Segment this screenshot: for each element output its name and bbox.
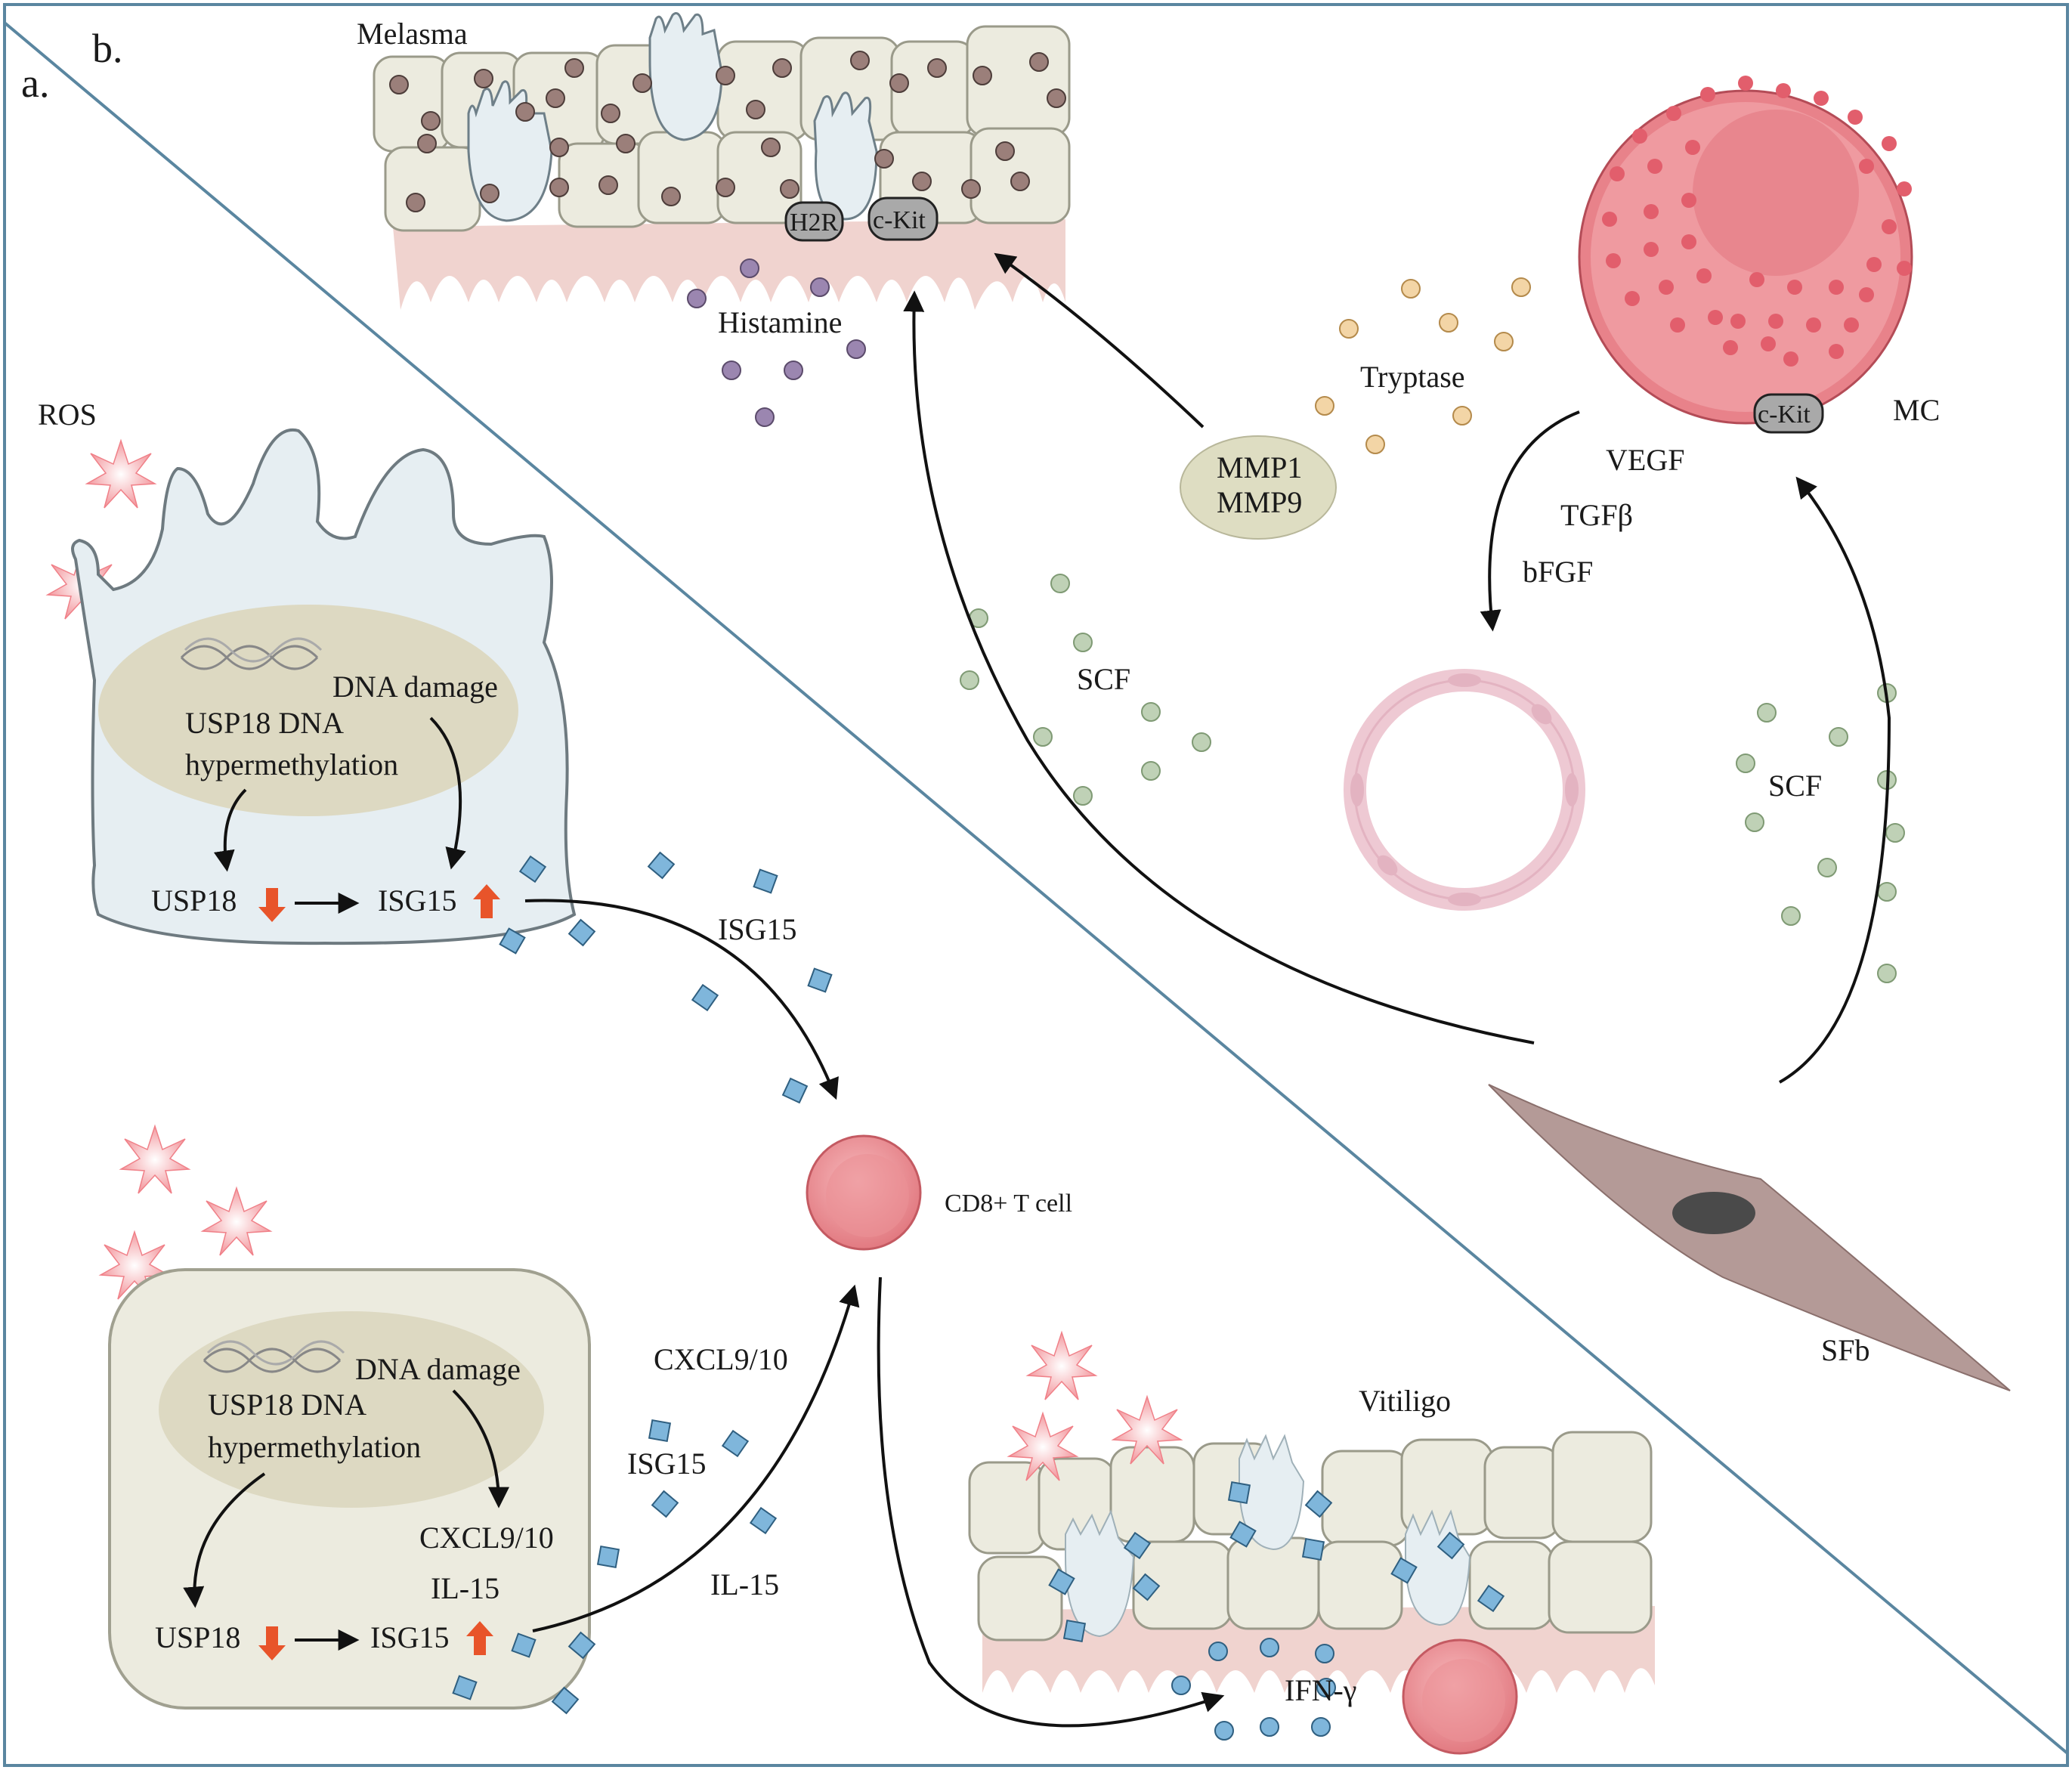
keratinocyte-usp18-line2: hypermethylation bbox=[208, 1430, 421, 1464]
mc-to-vessel-arrow bbox=[1480, 410, 1580, 632]
isg15-square-icons-vitiligo bbox=[1048, 1481, 1505, 1643]
il15-low-label: IL-15 bbox=[710, 1567, 779, 1601]
cd8-to-vitiligo-arrow bbox=[877, 1276, 1225, 1728]
ifn-gamma-dots bbox=[1171, 1638, 1336, 1741]
up-arrow-icon bbox=[473, 884, 500, 918]
mc-label: MC bbox=[1893, 393, 1940, 427]
ros-burst-icon bbox=[119, 1124, 191, 1194]
panel-border bbox=[3, 3, 2069, 1767]
ckit-receptor-mc bbox=[1753, 393, 1824, 434]
melasma-skin: H2R c-Kit Melasma bbox=[357, 12, 1071, 310]
melanin-granules bbox=[389, 51, 1066, 212]
sfb-label: SFb bbox=[1821, 1333, 1870, 1367]
up-arrow-icon bbox=[466, 1621, 493, 1655]
svg-text:MMP9: MMP9 bbox=[1217, 485, 1302, 519]
dna-helix-icon bbox=[180, 637, 323, 670]
keratinocyte-dna-damage: DNA damage bbox=[355, 1352, 521, 1386]
panel-label-b: b. bbox=[92, 26, 123, 71]
melanocyte-dna-damage: DNA damage bbox=[332, 670, 498, 704]
sfb-to-mc-arrow bbox=[1779, 476, 1891, 1084]
melasma-dermis bbox=[393, 219, 1065, 310]
vegf-label: VEGF bbox=[1606, 443, 1684, 477]
isg15-to-cd8-arrow bbox=[524, 899, 839, 1100]
keratinocyte-cell bbox=[108, 1268, 591, 1710]
panel-divider bbox=[3, 21, 2069, 1755]
histamine-particles bbox=[687, 258, 866, 427]
cxcl-mid-label: CXCL9/10 bbox=[654, 1342, 788, 1376]
ros-burst-icon bbox=[1111, 1394, 1183, 1465]
ckit-receptor-melasma: c-Kit bbox=[867, 196, 939, 241]
cd8-t-cell bbox=[806, 1134, 922, 1251]
mast-cell: c-Kit bbox=[1578, 76, 1913, 434]
svg-text:c-Kit: c-Kit bbox=[1758, 401, 1811, 429]
cd8-label: CD8+ T cell bbox=[945, 1190, 1072, 1218]
keratinocyte-il15: IL-15 bbox=[431, 1571, 499, 1605]
svg-text:c-Kit: c-Kit bbox=[873, 206, 926, 234]
mmp-oval: MMP1 MMP9 bbox=[1180, 435, 1337, 540]
tgfb-label: TGFβ bbox=[1560, 498, 1633, 532]
keratinocyte-cxcl: CXCL9/10 bbox=[419, 1521, 554, 1555]
keratinocyte-usp18: USP18 bbox=[155, 1620, 240, 1654]
down-arrow-icon bbox=[258, 888, 286, 922]
ifng-label: IFN-γ bbox=[1285, 1673, 1356, 1707]
ros-label: ROS bbox=[38, 398, 97, 432]
h2r-receptor: H2R bbox=[784, 201, 844, 242]
ros-burst-icon bbox=[85, 438, 157, 509]
keratinocyte-usp18-line1: USP18 DNA bbox=[208, 1388, 366, 1422]
cd8-t-cell-vitiligo bbox=[1402, 1638, 1518, 1755]
melanocyte-usp18-line2: hypermethylation bbox=[185, 747, 398, 781]
melanocyte-usp18: USP18 bbox=[151, 883, 237, 917]
svg-text:MMP1: MMP1 bbox=[1217, 450, 1302, 484]
tryptase-label: Tryptase bbox=[1360, 360, 1465, 394]
damage-to-cxcl-arrow bbox=[452, 1389, 509, 1509]
scf-label-left: SCF bbox=[1077, 662, 1130, 696]
tryptase-particles bbox=[1315, 277, 1531, 454]
keratinocyte-to-cd8-arrow bbox=[532, 1284, 860, 1632]
fibroblast bbox=[1488, 1084, 2011, 1391]
melanocyte-isg15: ISG15 bbox=[378, 883, 456, 917]
ros-burst-icon bbox=[1025, 1330, 1098, 1400]
down-arrow-icon bbox=[258, 1626, 286, 1660]
scf-particles-right bbox=[1736, 683, 1905, 983]
methylation-to-usp18-arrow bbox=[213, 788, 247, 872]
melanocyte-usp18-line1: USP18 DNA bbox=[185, 706, 344, 740]
sfb-to-melasma-arrow bbox=[903, 290, 1535, 1044]
bfgf-label: bFGF bbox=[1523, 555, 1593, 589]
isg15-square-icons-lower bbox=[452, 1419, 778, 1715]
blood-vessel bbox=[1344, 669, 1585, 911]
dna-helix-icon bbox=[203, 1340, 345, 1373]
vitiligo-skin bbox=[968, 1330, 1655, 1755]
panel-label-a: a. bbox=[21, 60, 49, 106]
scf-label-right: SCF bbox=[1768, 769, 1822, 803]
mmp-to-melasma-arrow bbox=[994, 252, 1205, 429]
ros-burst-icon bbox=[98, 1230, 171, 1300]
melasma-label: Melasma bbox=[357, 17, 468, 51]
svg-text:H2R: H2R bbox=[790, 209, 839, 237]
keratinocyte-isg15: ISG15 bbox=[370, 1620, 449, 1654]
isg15-mid-label: ISG15 bbox=[718, 912, 796, 946]
vitiligo-label: Vitiligo bbox=[1359, 1384, 1451, 1418]
scf-particles-left bbox=[960, 574, 1211, 806]
melanocyte-cell bbox=[71, 428, 577, 945]
isg15-low-label: ISG15 bbox=[627, 1447, 706, 1481]
isg15-square-icons-upper bbox=[499, 851, 833, 1104]
ros-burst-icon bbox=[200, 1186, 273, 1256]
damage-to-isg15-arrow bbox=[429, 716, 466, 870]
methylation-to-usp18-arrow-lower bbox=[183, 1472, 266, 1608]
ros-burst-icon bbox=[1007, 1411, 1079, 1481]
histamine-label: Histamine bbox=[718, 305, 842, 339]
